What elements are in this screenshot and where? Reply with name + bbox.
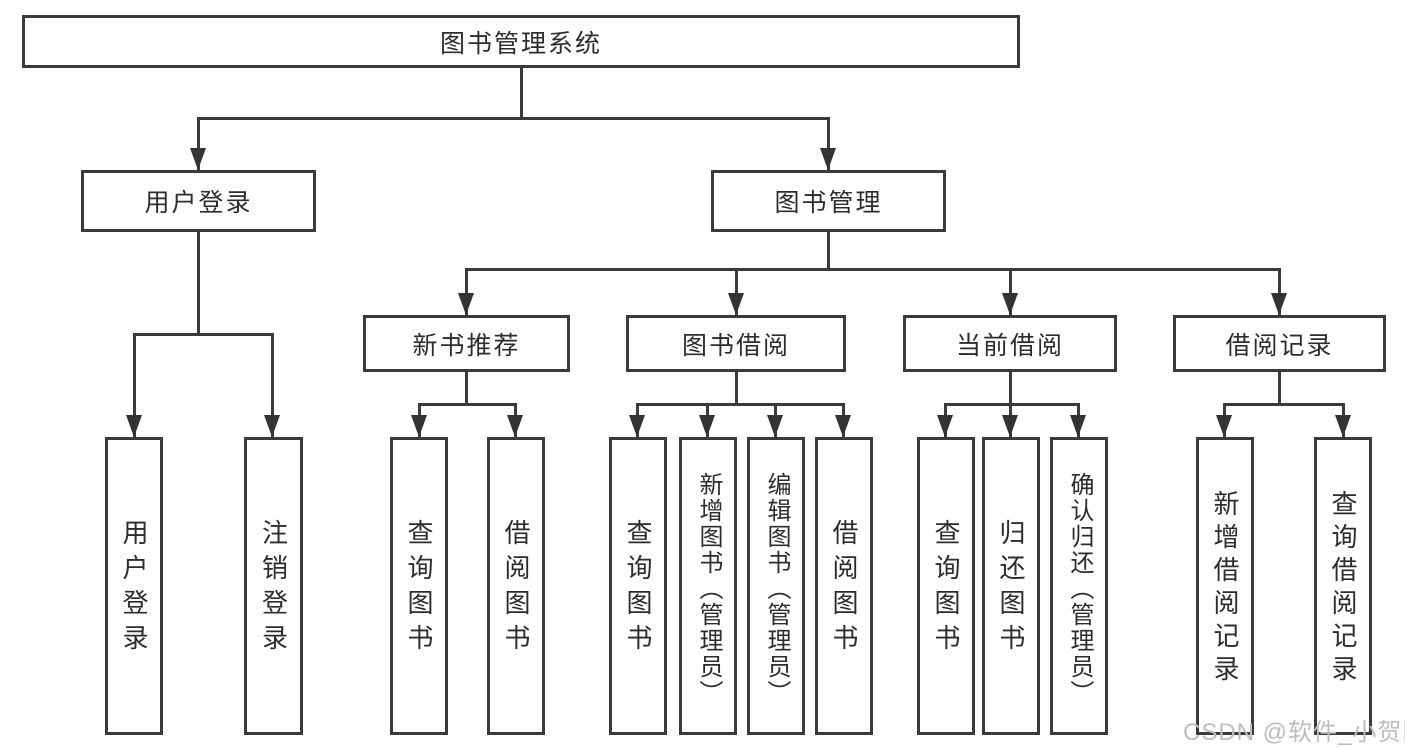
connector-drop-leaf-user-login (133, 333, 136, 437)
leaf-borrow-edit-books-admin: 编辑图书（管理员） (747, 437, 805, 735)
arrow-bb-query (629, 415, 645, 437)
connector-borrow-records-rail (1223, 403, 1344, 406)
arrow-nb-query (411, 415, 427, 437)
csdn-watermark: CSDN @软件_小贺同学 (1183, 719, 1405, 746)
connector-new-book-rail (418, 403, 517, 406)
leaf-records-query-record: 查询借阅记录 (1314, 437, 1372, 735)
leaf-current-query-books: 查询图书 (917, 437, 975, 735)
connector-drop-new-book (465, 268, 468, 315)
leaf-user-login: 用户登录 (105, 437, 163, 735)
arrow-br-query (1335, 415, 1351, 437)
connector-drop-book-borrow (735, 268, 738, 315)
leaf-borrow-add-books-admin: 新增图书（管理员） (679, 437, 737, 735)
connector-level2-rail (465, 268, 1281, 271)
node-user-login: 用户登录 (81, 170, 316, 232)
node-book-borrow: 图书借阅 (626, 315, 846, 372)
connector-book-management-stem (827, 232, 830, 270)
node-borrow-records: 借阅记录 (1173, 315, 1386, 372)
connector-drop-user-login (197, 117, 200, 170)
connector-new-book-stem (465, 372, 468, 405)
arrow-cb-confirm (1070, 415, 1086, 437)
connector-current-borrow-stem (1009, 372, 1012, 405)
connector-level1-rail (197, 117, 830, 120)
arrow-br-add (1216, 415, 1232, 437)
connector-drop-leaf-logout (271, 333, 274, 437)
arrow-current-borrow (1002, 293, 1018, 315)
arrow-book-management (820, 148, 836, 170)
arrow-nb-borrow (507, 415, 523, 437)
leaf-records-add-record: 新增借阅记录 (1196, 437, 1254, 735)
arrow-bb-edit (767, 415, 783, 437)
connector-drop-borrow-records (1278, 268, 1281, 315)
arrow-bb-borrow (835, 415, 851, 437)
leaf-newbook-borrow-books: 借阅图书 (487, 437, 545, 735)
connector-book-borrow-rail (636, 403, 845, 406)
connector-root-stem (520, 68, 523, 119)
arrow-bb-add (699, 415, 715, 437)
arrow-leaf-logout (264, 415, 280, 437)
connector-user-login-rail (133, 333, 274, 336)
leaf-current-confirm-return-admin: 确认归还（管理员） (1050, 437, 1108, 735)
leaf-current-return-books: 归还图书 (982, 437, 1040, 735)
arrow-book-borrow (728, 293, 744, 315)
node-book-management: 图书管理 (711, 170, 946, 232)
connector-drop-current-borrow (1009, 268, 1012, 315)
arrow-cb-return (1002, 415, 1018, 437)
arrow-leaf-user-login (126, 415, 142, 437)
connector-user-login-stem (197, 232, 200, 335)
connector-borrow-records-stem (1278, 372, 1281, 405)
connector-book-borrow-stem (735, 372, 738, 405)
leaf-logout-login: 注销登录 (244, 437, 303, 735)
connector-drop-book-management (827, 117, 830, 170)
leaf-borrow-borrow-books: 借阅图书 (815, 437, 873, 735)
arrow-cb-query (937, 415, 953, 437)
arrow-user-login (190, 148, 206, 170)
node-current-borrow: 当前借阅 (903, 315, 1117, 372)
leaf-borrow-query-books: 查询图书 (609, 437, 667, 735)
node-new-book-recommend: 新书推荐 (363, 315, 570, 372)
arrow-borrow-records (1271, 293, 1287, 315)
leaf-newbook-query-books: 查询图书 (390, 437, 448, 735)
node-library-management-system: 图书管理系统 (22, 15, 1020, 68)
arrow-new-book (458, 293, 474, 315)
